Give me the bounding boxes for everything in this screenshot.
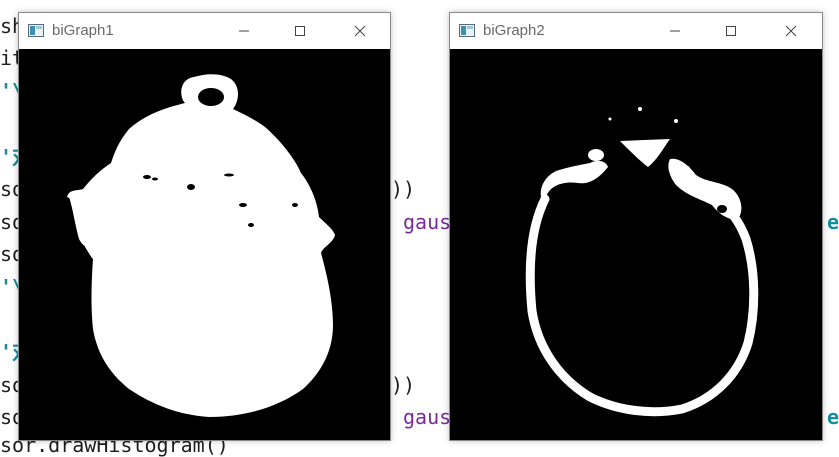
- close-button[interactable]: [768, 13, 814, 49]
- code-line: gaus: [403, 210, 452, 234]
- close-button[interactable]: [337, 13, 383, 49]
- close-icon: [354, 25, 366, 37]
- code-line: e: [827, 405, 839, 429]
- minimize-icon: [239, 30, 249, 32]
- window-title: biGraph2: [483, 22, 545, 39]
- minimize-icon: [670, 30, 680, 32]
- maximize-button[interactable]: [708, 13, 754, 49]
- code-line: gaus: [403, 405, 452, 429]
- maximize-icon: [295, 26, 305, 36]
- close-icon: [785, 25, 797, 37]
- app-window-icon: [459, 24, 475, 37]
- maximize-button[interactable]: [277, 13, 323, 49]
- window-titlebar[interactable]: biGraph1: [19, 13, 390, 49]
- binary-mask-image-2: [450, 49, 822, 440]
- bigraph2-window[interactable]: biGraph2: [449, 12, 823, 441]
- code-line: )): [391, 177, 416, 201]
- code-line: e: [827, 210, 839, 234]
- code-line: )): [391, 373, 416, 397]
- window-titlebar[interactable]: biGraph2: [450, 13, 822, 49]
- minimize-button[interactable]: [221, 13, 267, 49]
- app-window-icon: [28, 24, 44, 37]
- minimize-button[interactable]: [652, 13, 698, 49]
- bigraph1-window[interactable]: biGraph1: [18, 12, 391, 441]
- window-title: biGraph1: [52, 22, 114, 39]
- maximize-icon: [726, 26, 736, 36]
- binary-mask-image-1: [19, 49, 390, 440]
